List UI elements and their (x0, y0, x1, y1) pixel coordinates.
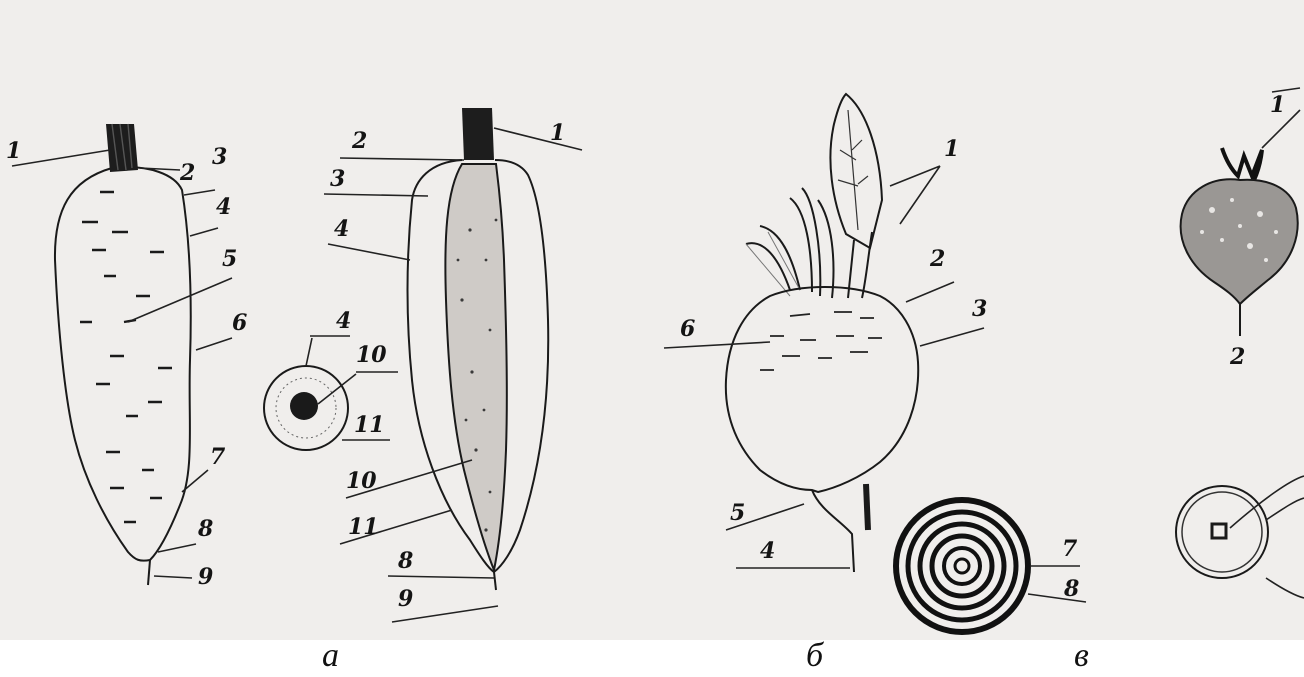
label-a-2: 2 (179, 160, 195, 186)
radish-core (1212, 524, 1226, 538)
beet-root-body (726, 287, 918, 492)
label-b-8: 8 (1063, 576, 1079, 602)
carrot-tip (148, 560, 150, 585)
label-a-4: 4 (216, 194, 231, 220)
label-a-s11: 11 (348, 514, 379, 540)
beet-tail (812, 490, 854, 572)
caption-v: в (1074, 638, 1089, 674)
section-core (445, 164, 506, 570)
carrot-cross-section: 4 10 11 (264, 308, 398, 450)
label-a-6: 6 (232, 310, 247, 336)
label-a-s3: 3 (330, 166, 345, 192)
label-a-8: 8 (197, 516, 213, 542)
label-a-3: 3 (212, 144, 227, 170)
carrot-crown (106, 124, 138, 172)
label-a-s8: 8 (397, 548, 413, 574)
radish-cross-section (1176, 476, 1304, 598)
beet: 1 2 3 4 5 6 (664, 94, 987, 572)
label-a-7: 7 (210, 444, 226, 470)
label-a-9: 9 (198, 564, 213, 590)
label-a-c4: 4 (336, 308, 351, 334)
beet-leaf (830, 94, 882, 248)
radish-root-body (1181, 179, 1298, 304)
section-crown (462, 108, 494, 160)
label-a-s9: 9 (398, 586, 413, 612)
label-a-s10: 10 (346, 468, 377, 494)
caption-b: б (806, 638, 823, 674)
beet-marks (760, 312, 882, 370)
label-b-1: 1 (944, 136, 959, 162)
label-a-s1: 1 (550, 120, 565, 146)
radish: 1 2 (1181, 88, 1300, 370)
carrot-whole: 1 2 3 4 5 6 7 8 9 (6, 124, 247, 590)
label-a-s4: 4 (334, 216, 349, 242)
root-vegetables-diagram: 1 2 3 4 5 6 7 8 9 4 10 11 (0, 0, 1304, 640)
beet-petioles (746, 188, 872, 298)
label-b-5: 5 (730, 500, 745, 526)
label-a-5: 5 (222, 246, 237, 272)
label-b-4: 4 (760, 538, 775, 564)
label-v-1: 1 (1270, 92, 1285, 118)
label-b-3: 3 (972, 296, 987, 322)
cross-section-core (290, 392, 318, 420)
label-a-s2: 2 (351, 128, 367, 154)
carrot-marks (80, 192, 172, 522)
label-a-c11: 11 (354, 412, 385, 438)
label-b-7: 7 (1062, 536, 1078, 562)
beet-cross-section: 7 8 (896, 500, 1086, 632)
caption-a: а (322, 638, 339, 674)
label-a-c10: 10 (356, 342, 387, 368)
label-v-2: 2 (1229, 344, 1245, 370)
carrot-leaders (12, 150, 232, 578)
label-b-2: 2 (929, 246, 945, 272)
label-a-1: 1 (6, 138, 21, 164)
label-b-6: 6 (680, 316, 695, 342)
carrot-outline (55, 167, 191, 561)
